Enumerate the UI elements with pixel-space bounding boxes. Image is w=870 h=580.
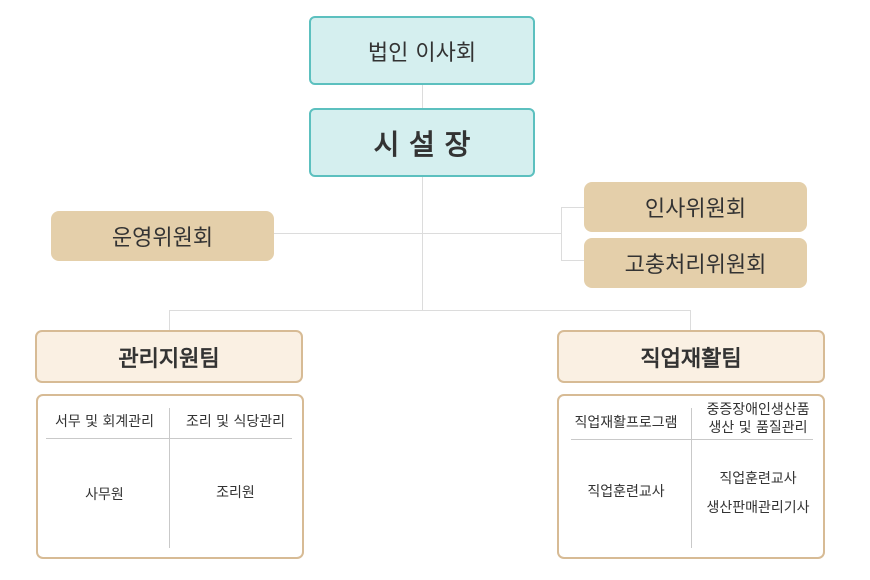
operations-committee-label: 운영위원회 [111,226,214,251]
rehab-col1-staff: 직업훈련교사 [587,484,665,500]
board-box: 법인 이사회 [309,16,535,85]
hr-committee-label: 인사위원회 [644,197,747,222]
admin-col2-header: 조리 및 식당관리 [185,414,286,430]
admin-team-panel: 서무 및 회계관리 조리 및 식당관리 사무원 조리원 [36,394,304,559]
board-label: 법인 이사회 [367,40,477,66]
rehab-panel-divider [691,408,692,548]
admin-team-label: 관리지원팀 [118,346,220,372]
hr-committee-box: 인사위원회 [584,182,807,232]
director-box: 시 설 장 [309,108,535,177]
grievance-committee-label: 고충처리위원회 [624,253,767,278]
admin-col2-staff: 조리원 [216,485,255,501]
admin-col1-header: 서무 및 회계관리 [54,414,155,430]
rehab-team-box: 직업재활팀 [557,330,825,383]
admin-panel-header-rule [46,438,292,439]
rehab-col2-header-line2: 생산 및 품질관리 [708,420,808,436]
rehab-col2-header-line1: 중증장애인생산품 [706,402,810,418]
rehab-team-panel: 직업재활프로그램 중증장애인생산품 생산 및 품질관리 직업훈련교사 직업훈련교… [557,394,825,559]
rehab-col1-header: 직업재활프로그램 [574,415,678,431]
admin-team-box: 관리지원팀 [35,330,303,383]
operations-committee-box: 운영위원회 [51,211,274,261]
director-label: 시 설 장 [373,127,471,161]
admin-col1-staff: 사무원 [85,487,124,503]
rehab-col2-staff-line2: 생산판매관리기사 [706,500,810,516]
rehab-col2-staff-line1: 직업훈련교사 [719,471,797,487]
rehab-panel-header-rule [571,439,813,440]
admin-panel-divider [169,408,170,548]
grievance-committee-box: 고충처리위원회 [584,238,807,288]
rehab-team-label: 직업재활팀 [640,346,742,372]
